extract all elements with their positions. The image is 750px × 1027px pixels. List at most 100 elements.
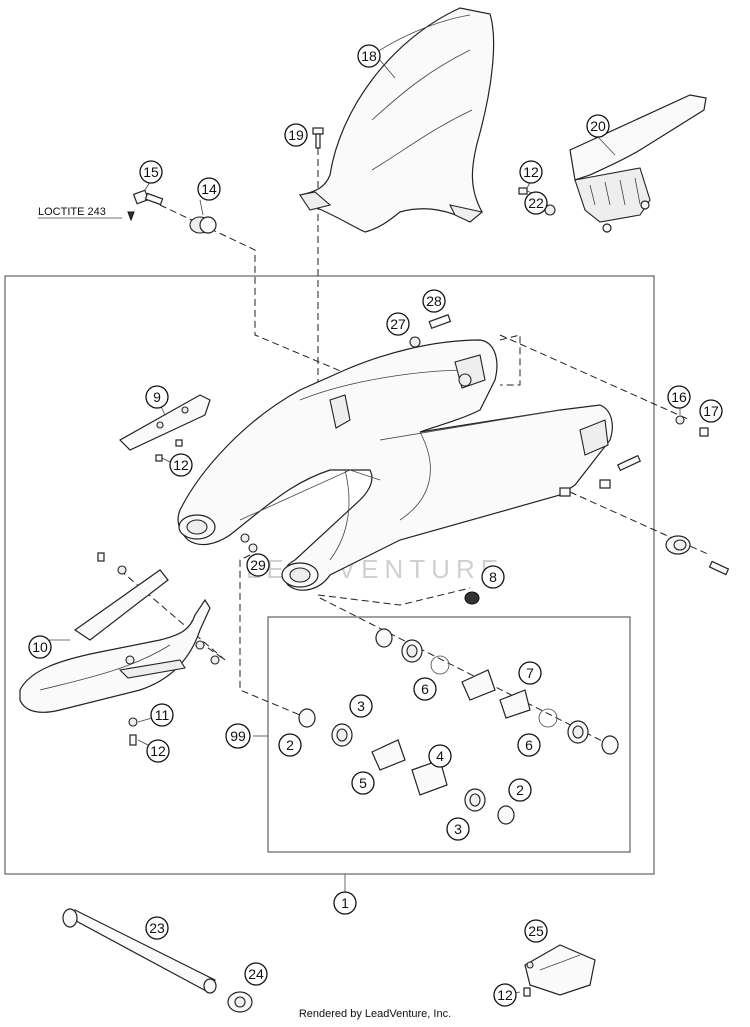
loctite-label: LOCTITE 243 bbox=[38, 206, 106, 218]
bearing-kit-frame bbox=[267, 616, 631, 853]
svg-text:6: 6 bbox=[525, 737, 533, 753]
callout-8: 8 bbox=[481, 565, 505, 589]
callout-4: 4 bbox=[428, 744, 452, 768]
callout-28: 28 bbox=[422, 289, 446, 313]
callout-20: 20 bbox=[586, 114, 610, 138]
callout-22: 22 bbox=[524, 191, 548, 215]
callout-24: 24 bbox=[244, 962, 268, 986]
callout-1: 1 bbox=[333, 891, 357, 915]
svg-text:10: 10 bbox=[32, 639, 48, 655]
svg-text:2: 2 bbox=[516, 782, 524, 798]
callout-16: 16 bbox=[667, 385, 691, 409]
callout-12: 12 bbox=[169, 453, 193, 477]
callout-2: 2 bbox=[278, 733, 302, 757]
svg-text:5: 5 bbox=[359, 775, 367, 791]
adjuster-screw bbox=[428, 314, 452, 330]
svg-text:8: 8 bbox=[489, 569, 497, 585]
swingarm bbox=[177, 339, 613, 591]
svg-text:9: 9 bbox=[153, 389, 161, 405]
footer-credit: Rendered by LeadVenture, Inc. bbox=[299, 1008, 451, 1020]
callout-99: 99 bbox=[225, 723, 251, 749]
axis-line bbox=[499, 334, 521, 386]
pivot-bushing bbox=[464, 591, 480, 605]
svg-text:6: 6 bbox=[421, 681, 429, 697]
svg-text:22: 22 bbox=[528, 195, 544, 211]
svg-text:20: 20 bbox=[590, 118, 606, 134]
washer-nut-right bbox=[675, 415, 709, 437]
axle-adjuster-right bbox=[559, 454, 642, 497]
svg-text:19: 19 bbox=[288, 127, 304, 143]
callout-12: 12 bbox=[519, 160, 543, 184]
svg-text:11: 11 bbox=[155, 707, 170, 723]
svg-text:7: 7 bbox=[526, 665, 534, 681]
sleeve-29 bbox=[240, 533, 258, 553]
callout-3: 3 bbox=[349, 694, 373, 718]
svg-text:23: 23 bbox=[149, 920, 165, 936]
svg-text:16: 16 bbox=[671, 389, 687, 405]
bearing-kit-parts bbox=[298, 628, 619, 825]
callout-29: 29 bbox=[246, 553, 270, 577]
fender-bolt bbox=[312, 127, 324, 149]
pivot-bolt-small bbox=[132, 189, 164, 206]
loctite-callout: LOCTITE 243 bbox=[38, 206, 135, 222]
axle-nut bbox=[227, 991, 253, 1013]
callout-19: 19 bbox=[284, 123, 308, 147]
callout-5: 5 bbox=[351, 771, 375, 795]
callout-3: 3 bbox=[446, 817, 470, 841]
svg-text:1: 1 bbox=[341, 895, 349, 911]
chain-guard-bolts bbox=[97, 552, 220, 746]
callout-12: 12 bbox=[493, 983, 517, 1007]
svg-text:12: 12 bbox=[173, 457, 189, 473]
callout-7: 7 bbox=[518, 661, 542, 685]
svg-text:14: 14 bbox=[201, 181, 217, 197]
adjuster-nut bbox=[409, 336, 421, 348]
svg-text:3: 3 bbox=[454, 821, 462, 837]
axis-line bbox=[119, 569, 226, 661]
svg-text:12: 12 bbox=[523, 164, 539, 180]
svg-text:29: 29 bbox=[250, 557, 266, 573]
callout-23: 23 bbox=[145, 916, 169, 940]
callout-9: 9 bbox=[145, 385, 169, 409]
svg-text:99: 99 bbox=[230, 728, 246, 744]
right-bolt bbox=[708, 560, 730, 576]
callout-15: 15 bbox=[139, 160, 163, 184]
callout-18: 18 bbox=[357, 44, 381, 68]
chain-guard bbox=[19, 569, 211, 713]
callout-11: 11 bbox=[150, 703, 174, 727]
rubber-bushing bbox=[189, 216, 217, 234]
svg-text:27: 27 bbox=[390, 316, 406, 332]
svg-text:2: 2 bbox=[286, 737, 294, 753]
svg-text:18: 18 bbox=[361, 48, 377, 64]
pivot-end-cap bbox=[665, 535, 691, 555]
axis-line bbox=[159, 204, 351, 376]
callout-17: 17 bbox=[699, 399, 723, 423]
axis-line bbox=[239, 554, 301, 716]
callout-27: 27 bbox=[386, 312, 410, 336]
axis-line bbox=[319, 597, 611, 746]
svg-text:24: 24 bbox=[248, 966, 264, 982]
svg-text:12: 12 bbox=[150, 743, 166, 759]
svg-text:25: 25 bbox=[528, 923, 544, 939]
swingarm-axle bbox=[62, 908, 217, 994]
svg-text:12: 12 bbox=[497, 987, 513, 1003]
svg-text:4: 4 bbox=[436, 748, 444, 764]
svg-text:15: 15 bbox=[143, 164, 159, 180]
svg-text:3: 3 bbox=[357, 698, 365, 714]
heel-guard bbox=[569, 94, 707, 233]
callout-6: 6 bbox=[517, 733, 541, 757]
chain-guide-guard bbox=[524, 944, 596, 996]
callout-25: 25 bbox=[524, 919, 548, 943]
svg-text:28: 28 bbox=[426, 293, 442, 309]
axis-line bbox=[317, 587, 471, 606]
rear-fender bbox=[298, 7, 495, 233]
guard-bolt bbox=[523, 987, 531, 997]
callout-6: 6 bbox=[413, 677, 437, 701]
axis-line bbox=[189, 634, 226, 661]
svg-text:17: 17 bbox=[703, 403, 719, 419]
callout-14: 14 bbox=[197, 177, 221, 201]
chain-slider bbox=[119, 394, 211, 451]
swingarm-group-frame bbox=[4, 275, 655, 875]
axis-line bbox=[499, 334, 691, 421]
callout-2: 2 bbox=[508, 778, 532, 802]
